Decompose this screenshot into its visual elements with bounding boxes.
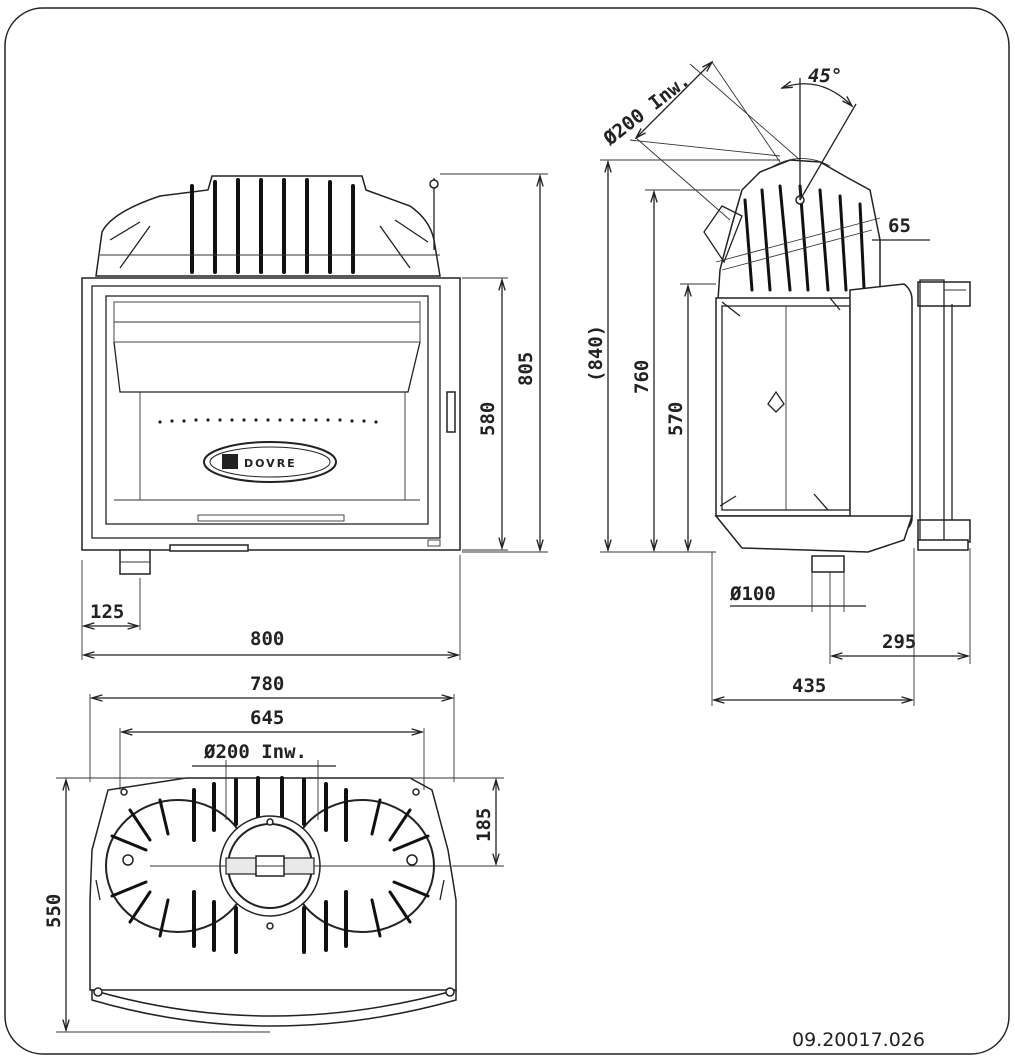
dim-flue-diameter-top: Ø200 Inw. [203,741,307,763]
dim-65: 65 [888,215,911,237]
front-view: DOVRE [81,175,461,575]
dim-840: (840) [585,325,607,382]
top-ribs [110,776,430,954]
side-view [703,158,971,573]
dim-800: 800 [250,628,284,650]
dim-125: 125 [90,601,124,623]
dim-645: 645 [250,707,284,729]
dim-295: 295 [882,631,916,653]
dim-flue-diameter-side: Ø200 Inw. [599,69,694,150]
dovre-logo: DOVRE [203,441,337,483]
dim-780: 780 [250,673,284,695]
dim-570: 570 [665,402,687,436]
front-dome-ribs [100,178,440,274]
dim-100: Ø100 [729,583,776,605]
dim-435: 435 [792,675,826,697]
dim-550: 550 [43,894,65,928]
drawing-frame [4,7,1010,1055]
side-dome-ribs [703,184,881,292]
front-vent-dots [158,418,378,424]
top-dimensions: 780 645 Ø200 Inw. 185 550 [43,673,504,1033]
front-dimensions: 800 125 580 805 [81,173,548,660]
dim-760: 760 [631,360,653,394]
brand-label: DOVRE [244,457,297,470]
dim-185: 185 [473,808,495,842]
drawing-number: 09.20017.026 [792,1029,925,1051]
dim-580: 580 [477,402,499,436]
dim-805: 805 [515,352,537,386]
top-view [89,776,457,1027]
dim-45-deg: 45° [808,65,842,87]
